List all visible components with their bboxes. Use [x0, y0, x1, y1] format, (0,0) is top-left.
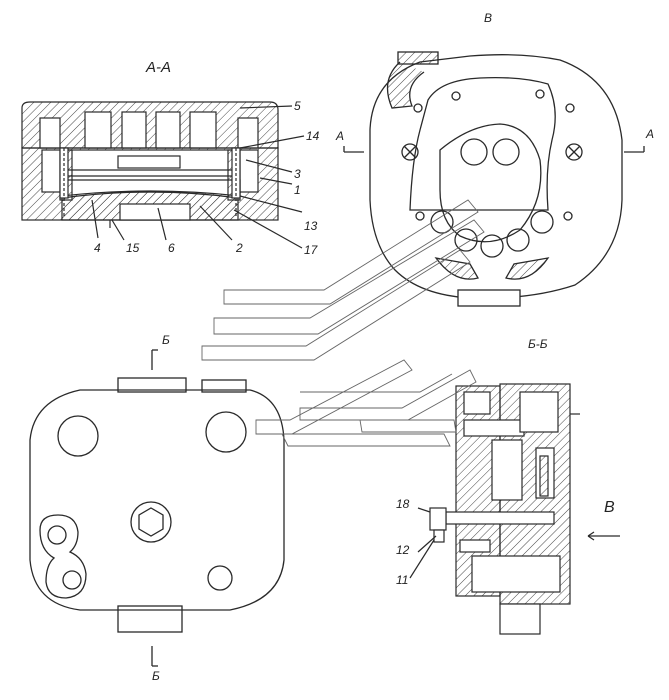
callout-15: 15 [126, 241, 140, 255]
callout-4: 4 [94, 241, 101, 255]
view-v [343, 51, 645, 307]
section-bb-view [409, 383, 620, 635]
main-body-view [29, 349, 285, 667]
view-v-title: В [484, 11, 493, 25]
marker-a-left: А [336, 129, 345, 143]
section-aa-view [21, 101, 305, 249]
marker-a-right: А [646, 127, 655, 141]
callout-12: 12 [396, 543, 410, 557]
callout-11: 11 [396, 573, 409, 587]
section-aa-title: А-А [146, 59, 172, 76]
callout-3: 3 [294, 167, 301, 181]
section-bb-title: Б-Б [528, 337, 548, 351]
callout-13: 13 [304, 219, 318, 233]
marker-b-bottom: Б [152, 669, 160, 683]
marker-v-arrow: В [604, 499, 615, 516]
callout-1: 1 [294, 183, 301, 197]
callout-14: 14 [306, 129, 320, 143]
callout-2: 2 [236, 241, 243, 255]
callout-18: 18 [396, 497, 410, 511]
callout-5: 5 [294, 99, 301, 113]
marker-b-top: Б [162, 333, 170, 347]
callout-6: 6 [168, 241, 175, 255]
callout-17: 17 [304, 243, 318, 257]
coupling-outline [201, 199, 485, 447]
